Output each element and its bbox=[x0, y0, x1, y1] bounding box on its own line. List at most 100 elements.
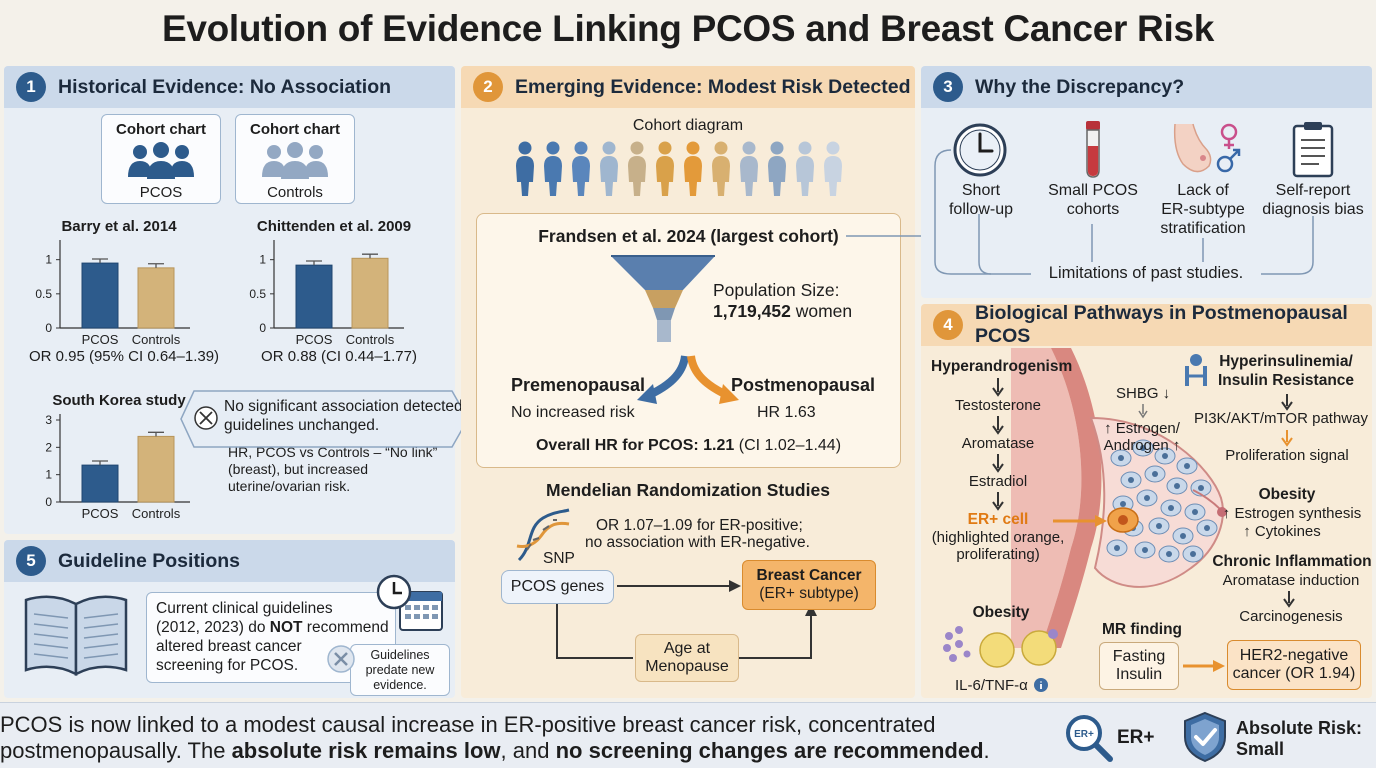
her2-negative-box: HER2-negative cancer (OR 1.94) bbox=[1227, 640, 1361, 690]
panel-guidelines: 5 Guideline Positions Current clinical g… bbox=[4, 540, 455, 698]
reason-short-followup: Short follow-up bbox=[921, 181, 1041, 219]
chart-title-barry: Barry et al. 2014 bbox=[61, 218, 177, 235]
absolute-risk-label: Absolute Risk: Small bbox=[1236, 718, 1362, 759]
limitations-summary: Limitations of past studies. bbox=[1031, 264, 1261, 283]
hyperinsulinemia-label2: Insulin Resistance bbox=[1217, 372, 1355, 389]
cell-nucleus bbox=[1198, 485, 1204, 491]
people-icon bbox=[262, 142, 328, 179]
er-cell-arrow bbox=[1053, 515, 1107, 527]
study-result-barry: OR 0.95 (95% CI 0.64–1.39) bbox=[28, 348, 220, 365]
person-icon bbox=[768, 141, 786, 196]
absolute-risk-line2: Small bbox=[1236, 738, 1285, 759]
panel1-heading: Historical Evidence: No Association bbox=[58, 75, 392, 98]
postmenopausal-value: HR 1.63 bbox=[757, 404, 816, 421]
overall-hr-label: Overall HR for PCOS: 1.21 bbox=[535, 437, 735, 454]
cell-nucleus bbox=[1156, 523, 1162, 529]
y-tick-label: 0 bbox=[259, 321, 266, 335]
funnel-icon bbox=[611, 255, 715, 342]
person-icon bbox=[656, 141, 674, 196]
y-tick-label: 1 bbox=[45, 253, 52, 267]
her2-line1: HER2-negative bbox=[1239, 646, 1349, 664]
estrogen-synthesis-label: ↑ Estrogen synthesis bbox=[1222, 505, 1362, 522]
aromatase-induction-label: Aromatase induction bbox=[1222, 572, 1360, 589]
testosterone-label: Testosterone bbox=[955, 397, 1041, 414]
cancel-circle-icon bbox=[327, 645, 355, 673]
footer-line2a: postmenopausally. The bbox=[0, 738, 232, 764]
menopause-label: Menopause bbox=[645, 658, 729, 675]
cell-nucleus bbox=[1118, 455, 1124, 461]
chronic-inflammation-label: Chronic Inflammation bbox=[1212, 553, 1372, 570]
cell-nucleus bbox=[1180, 533, 1186, 539]
cell-nucleus bbox=[1192, 509, 1198, 515]
reason-line1: Small PCOS bbox=[1048, 182, 1138, 199]
cell-nucleus bbox=[1166, 551, 1172, 557]
guideline-line3: altered breast cancer bbox=[156, 637, 302, 655]
cell-nucleus bbox=[1162, 453, 1168, 459]
footer-summary: PCOS is now linked to a modest causal in… bbox=[0, 702, 1376, 768]
callout-shape bbox=[180, 390, 469, 448]
population-value: 1,719,452 bbox=[713, 301, 791, 321]
bar bbox=[81, 464, 119, 503]
guideline-text: Current clinical guidelines (2012, 2023)… bbox=[156, 600, 389, 676]
fasting-insulin-box: Fasting Insulin bbox=[1099, 642, 1179, 690]
person-icon bbox=[712, 141, 730, 196]
il6-text: IL-6/TNF-α bbox=[955, 677, 1028, 694]
mr-flow-arrows bbox=[556, 580, 817, 659]
shbg-arrow bbox=[1138, 404, 1148, 419]
reason-small-cohorts: Small PCOS cohorts bbox=[1033, 181, 1153, 219]
mr-result-line2: no association with ER-negative. bbox=[585, 534, 810, 551]
mr-title: Mendelian Randomization Studies bbox=[546, 480, 830, 500]
y-tick-label: 1 bbox=[45, 468, 52, 482]
footer-line2: postmenopausally. The absolute risk rema… bbox=[0, 738, 990, 764]
age-menopause-box: Age at Menopause bbox=[635, 634, 739, 682]
panel2-number: 2 bbox=[473, 72, 503, 102]
callout-text: No significant association detected; gui… bbox=[224, 398, 468, 436]
badge-line2: predate new bbox=[365, 662, 435, 677]
person-icon bbox=[628, 141, 646, 196]
panel3-header: 3 Why the Discrepancy? bbox=[921, 66, 1372, 108]
mr-result-line1: OR 1.07–1.09 for ER-positive; bbox=[596, 517, 803, 534]
limitations-bracket bbox=[934, 149, 1314, 275]
cell-nucleus bbox=[1128, 477, 1134, 483]
panel3-number: 3 bbox=[933, 72, 963, 102]
footer-text: PCOS is now linked to a modest causal in… bbox=[0, 712, 990, 765]
footer-line2e: . bbox=[983, 738, 990, 764]
carcinogenesis-label: Carcinogenesis bbox=[1239, 608, 1343, 625]
error-bar bbox=[306, 260, 322, 266]
badge-line3: evidence. bbox=[373, 677, 427, 692]
panel5-heading: Guideline Positions bbox=[58, 549, 241, 572]
insulin-arrows bbox=[1281, 394, 1293, 447]
population-value-line: 1,719,452 women bbox=[713, 301, 852, 322]
dna-icon bbox=[516, 508, 570, 562]
person-icon bbox=[572, 141, 590, 196]
predate-badge bbox=[350, 644, 450, 696]
shield-check-icon bbox=[1184, 711, 1226, 763]
breast-tissue-illustration bbox=[1011, 348, 1227, 648]
south-korea-note-text: HR, PCOS vs Controls – “No link” (breast… bbox=[228, 444, 438, 494]
snp-label: SNP bbox=[543, 550, 575, 567]
obesity-right-label: Obesity bbox=[1258, 486, 1316, 503]
x-tick-label: Controls bbox=[132, 332, 181, 347]
overall-hr: Overall HR for PCOS: 1.21 (CI 1.02–1.44) bbox=[476, 437, 901, 455]
x-tick-label: PCOS bbox=[296, 332, 333, 347]
aromatase-label: Aromatase bbox=[961, 435, 1035, 452]
reason-line2: ER-subtype bbox=[1161, 201, 1245, 219]
age-at-label: Age at bbox=[663, 639, 711, 657]
panel2-header: 2 Emerging Evidence: Modest Risk Detecte… bbox=[461, 66, 915, 108]
cohort-people-icon bbox=[516, 141, 842, 196]
person-icon bbox=[824, 141, 842, 196]
clock-icon bbox=[953, 123, 1007, 177]
callout-text-content: No significant association detected; gui… bbox=[224, 398, 467, 434]
reason-line1: Self-report bbox=[1275, 182, 1351, 199]
cohort-card-controls: Cohort chart Controls bbox=[235, 114, 355, 204]
magnifier-er-icon: ER+ bbox=[1066, 715, 1113, 762]
reason-line2: diagnosis bias bbox=[1262, 201, 1364, 219]
panel4-number: 4 bbox=[933, 310, 963, 340]
cell-nucleus bbox=[1190, 551, 1196, 557]
reason-line1: Lack of bbox=[1177, 182, 1229, 199]
error-bar bbox=[148, 431, 164, 437]
reason-line3: stratification bbox=[1160, 220, 1246, 238]
x-tick-label: Controls bbox=[346, 332, 395, 347]
